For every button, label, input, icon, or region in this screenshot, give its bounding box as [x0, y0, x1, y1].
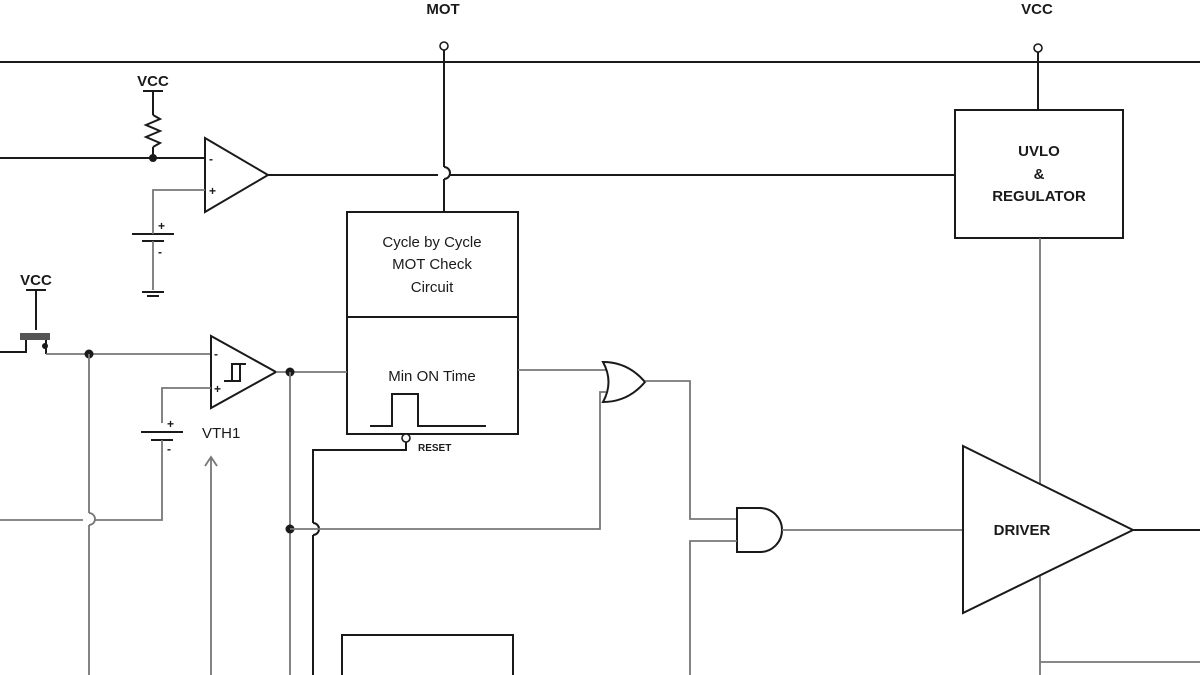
mot-pin	[439, 41, 449, 51]
battery-1-plus: +	[158, 219, 165, 233]
and-gate	[736, 507, 783, 553]
vcc-pin-label: VCC	[1021, 1, 1053, 18]
vcc-switch-label: VCC	[20, 272, 52, 289]
switch-input-wire	[0, 340, 27, 353]
vth1-label: VTH1	[202, 425, 240, 442]
comp1-plus-input-wire	[152, 189, 205, 222]
vcc-pin	[1033, 43, 1043, 53]
or-gate	[601, 360, 647, 404]
and-lower-input-wire	[689, 540, 737, 675]
comp2-plus-sign: +	[214, 382, 221, 396]
comp1-plus-sign: +	[209, 184, 216, 198]
min-on-time-label: Min ON Time	[388, 368, 476, 385]
pullup-resistor	[143, 114, 163, 148]
comparator-1	[204, 136, 270, 214]
hysteresis-symbol-2	[228, 364, 241, 382]
comp1-junction	[149, 154, 157, 162]
reset-pin	[401, 433, 411, 443]
mot-pin-label: MOT	[426, 1, 459, 18]
battery-1-minus: -	[158, 245, 162, 259]
regulator-label: REGULATOR	[992, 188, 1086, 205]
battery-2-plus: +	[167, 417, 174, 431]
switch-body	[20, 333, 50, 340]
uvlo-label: UVLO	[1018, 143, 1060, 160]
lower-block	[341, 634, 514, 675]
min-on-time-block	[346, 316, 519, 435]
or-output-wire	[645, 380, 737, 520]
driver-label: DRIVER	[994, 522, 1051, 539]
vth1-arrow-head	[204, 455, 218, 467]
battery-2-minus: -	[167, 442, 171, 456]
reset-label: RESET	[418, 443, 451, 454]
comp1-minus-sign: -	[209, 152, 213, 166]
mot-check-line-3: Circuit	[411, 279, 454, 296]
vcc-pullup-label: VCC	[137, 73, 169, 90]
comparator-2-hysteresis	[210, 334, 279, 410]
comp2-plus-input-wire	[161, 387, 211, 423]
battery-2-bottom-wire	[95, 440, 163, 521]
left-bus-crossover	[88, 512, 96, 526]
reset-wire	[312, 442, 407, 523]
pulse-waveform	[370, 393, 486, 427]
switch-contact	[42, 343, 48, 349]
driver-amplifier	[962, 444, 1136, 615]
comp2-minus-sign: -	[214, 347, 218, 361]
uvlo-regulator-block	[954, 109, 1124, 239]
mot-check-line-1: Cycle by Cycle	[382, 234, 481, 251]
ampersand-label: &	[1034, 166, 1045, 183]
mot-wire-crossover	[443, 166, 451, 180]
mot-check-circuit-block	[346, 211, 519, 318]
or-lower-input-wire	[290, 391, 606, 530]
mot-check-line-2: MOT Check	[392, 256, 472, 273]
